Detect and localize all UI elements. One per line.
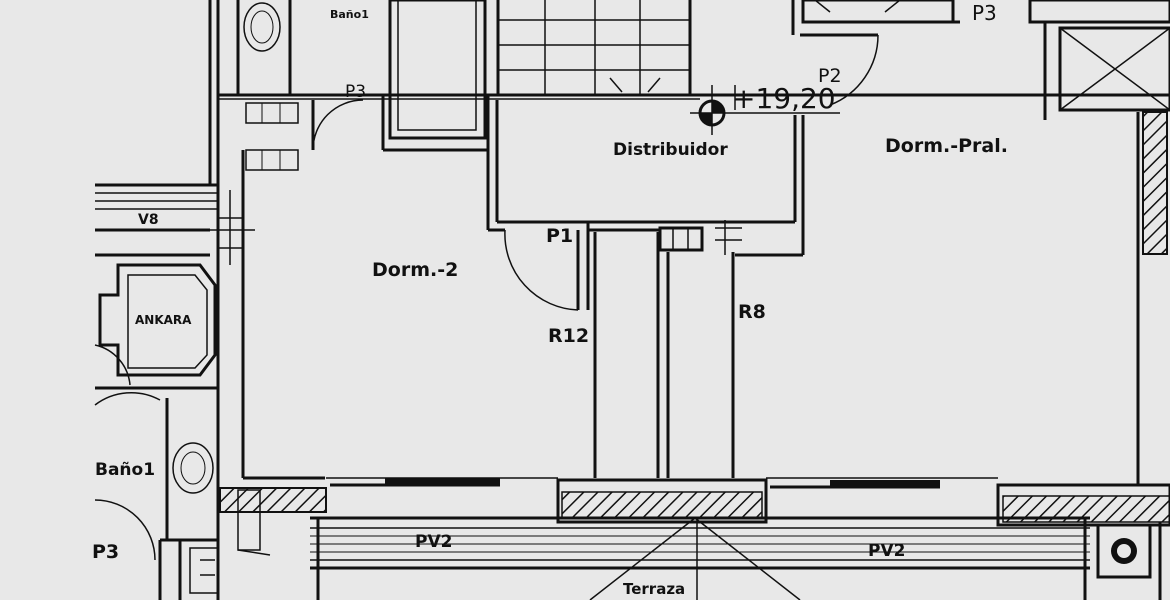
label-pv2-left: PV2 [415,532,452,552]
label-p3-left: P3 [345,82,366,102]
label-p2: P2 [818,65,842,87]
stair-arrow-icon [609,77,623,93]
door-p2 [791,0,879,106]
label-p3-top-right: P3 [972,1,997,25]
door-p3-left [311,95,488,152]
beam-center [561,491,763,519]
label-level: +19,20 [732,82,836,115]
bathroom-top [236,0,299,171]
window-v8 [95,183,255,265]
label-v8: V8 [138,212,159,228]
label-distribuidor: Distribuidor [613,140,728,160]
label-pv2-right: PV2 [868,541,905,561]
beam-left [219,487,327,513]
label-dorm-pral: Dorm.-Pral. [885,135,1008,157]
shafts [593,220,742,478]
left-exterior-walls [208,0,325,600]
washbasin-icon [172,442,214,494]
label-r12: R12 [548,325,589,347]
door-p1 [504,222,660,311]
pv2-band [310,516,1090,600]
fixture-bottom-right [1096,522,1162,600]
label-ankara: ANKARA [135,313,192,327]
terrace-roof [589,517,801,600]
label-bano-top: Baño1 [330,8,369,21]
stairs [388,0,692,140]
sliding-window-tracks [326,477,998,489]
structural-column [1142,111,1168,255]
bathroom-left [94,344,219,600]
label-bano-left: Baño1 [95,460,155,480]
label-dorm-2: Dorm.-2 [372,259,458,281]
fixture-icon [245,102,299,124]
distribuidor-walls [486,95,805,257]
label-r8: R8 [738,301,766,323]
fixture-icon [245,149,299,171]
top-right-elements [801,0,1170,120]
washbasin-icon [243,2,281,52]
label-terraza: Terraza [623,580,685,598]
label-p1: P1 [546,225,573,247]
ankara-unit [95,263,218,390]
label-p3-bottom: P3 [92,541,119,563]
level-marker [690,85,840,135]
